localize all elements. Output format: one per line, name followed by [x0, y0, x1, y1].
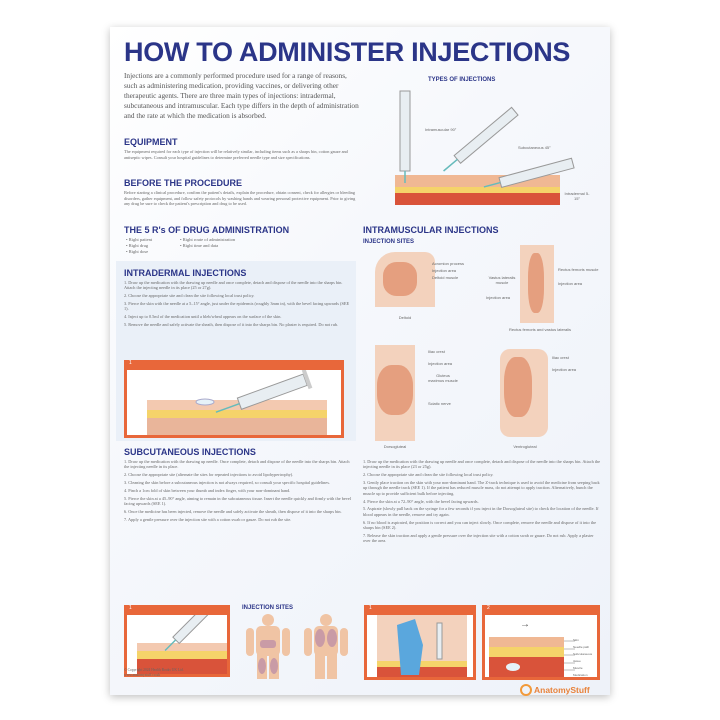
step: 5. Pierce the skin at a 45–90° angle, ai… [124, 495, 352, 506]
step: 7. Apply a gentle pressure over the inje… [124, 516, 292, 522]
logo-text: AnatomyStuff [534, 685, 590, 695]
intramuscular-heading: INTRAMUSCULAR INJECTIONS [363, 225, 499, 235]
label: Skin [573, 638, 579, 642]
intro-text: Injections are a commonly performed proc… [124, 71, 359, 120]
intradermal-figure: 1 [124, 360, 344, 438]
ventrogluteal-illustration [500, 349, 548, 437]
subcutaneous-sites-heading: INJECTION SITES [242, 605, 294, 611]
body-sites-illustration [246, 614, 348, 679]
label: Acromion process [432, 261, 465, 266]
step: 1. Draw up the medication with the drawi… [124, 280, 343, 291]
label: Muscle [573, 666, 583, 670]
five-rs-list-2: • Right route of administration • Right … [180, 237, 235, 249]
dorsogluteal-illustration [375, 345, 415, 441]
intradermal-syringe-illustration [147, 368, 327, 435]
ztrack-hand-illustration [377, 615, 467, 677]
label: Subcutaneous tissue [573, 652, 593, 663]
five-rs-heading: THE 5 R's OF DRUG ADMINISTRATION [124, 225, 290, 235]
step: 2. Choose the appropriate site (alternat… [124, 472, 294, 478]
dorsogluteal-caption: Dorsogluteal [383, 444, 407, 449]
step: 6. Once the medicine has been injected, … [124, 508, 342, 514]
before-text: Before starting a clinical procedure, co… [124, 190, 356, 207]
label: Iliac crest [552, 355, 569, 360]
step: 5. Remove the needle and safely activate… [124, 322, 339, 327]
list-item: • Right route of administration [180, 237, 236, 242]
step: 3. Pierce the skin with the needle at a … [124, 301, 350, 312]
subcutaneous-syringe-illustration [137, 608, 227, 674]
intramuscular-figure-2: 2 → Skin Needle path Subcutaneous tissue… [482, 605, 600, 680]
step: 3. Gently place traction on the skin wit… [363, 480, 600, 496]
step: 2. Choose the appropriate site and clean… [363, 472, 494, 478]
logo-icon [520, 684, 532, 696]
step: 2. Choose the appropriate site and clean… [124, 293, 255, 299]
step: 7. Release the skin traction and apply a… [363, 532, 594, 544]
label: Sciatic nerve [428, 401, 451, 406]
step: 4. Inject up to 0.5ml of the medication … [124, 314, 282, 320]
anatomystuff-logo: AnatomyStuff [520, 684, 590, 696]
equipment-text: The equipment required for each type of … [124, 149, 348, 160]
types-of-injections-illustration [395, 90, 575, 205]
label-intradermal: Intradermal 5-15° [564, 191, 590, 201]
list-item: • Right dose [126, 249, 149, 254]
label: Injection area [486, 295, 511, 300]
svg-text:→: → [520, 619, 530, 630]
step: 4. Pinch a 1cm fold of skin between your… [124, 487, 291, 493]
label: Gluteus maximus muscle [428, 373, 458, 383]
label: Deltoid muscle [432, 275, 459, 280]
deltoid-illustration [375, 252, 435, 307]
label: Injection area [428, 361, 453, 366]
label-subcutaneous: Subcutaneous 45° [518, 145, 551, 150]
figure-number: 1 [369, 605, 372, 611]
label: Rectus femoris muscle [558, 267, 599, 272]
list-item: • Right time and data [180, 243, 219, 248]
subcutaneous-heading: SUBCUTANEOUS INJECTIONS [124, 447, 256, 457]
step: 1. Draw up the medication with the drawi… [124, 459, 350, 470]
list-item: • Right patient [126, 237, 153, 242]
before-heading: BEFORE THE PROCEDURE [124, 178, 243, 188]
label: Iliac crest [428, 349, 445, 354]
label: Needle path [573, 645, 590, 649]
step: 6. If no blood is aspirated, the positio… [363, 519, 597, 531]
intradermal-steps: 1. Draw up the medication with the drawi… [124, 280, 354, 330]
subcutaneous-figure: 1 [124, 605, 230, 677]
intramuscular-steps: 1. Draw up the medication with the drawi… [363, 459, 601, 546]
figure-number: 1 [129, 605, 132, 611]
label: Medication [573, 673, 588, 677]
copyright-text: © Copyright 2024 Health Books UK Ltd. [124, 668, 184, 672]
equipment-heading: EQUIPMENT [124, 137, 178, 147]
copyright: © Copyright 2024 Health Books UK Ltd. ww… [124, 668, 184, 677]
thigh-illustration [520, 245, 554, 323]
deltoid-caption: Deltoid [398, 315, 412, 320]
five-rs-list-1: • Right patient • Right drug • Right dos… [126, 237, 152, 255]
intramuscular-figure-1: 1 [364, 605, 476, 680]
poster: HOW TO ADMINISTER INJECTIONS Injections … [110, 27, 610, 696]
tissue-layers-illustration: → [489, 619, 575, 677]
label-intramuscular: Intramuscular 90° [425, 127, 457, 132]
step: 3. Cleaning the skin before a subcutaneo… [124, 480, 330, 485]
figure-number: 1 [129, 360, 132, 366]
step: 4. Pierce the skin at a 72–90° angle, wi… [363, 498, 479, 504]
label: Injection area [432, 268, 457, 273]
intramuscular-sites-heading: INJECTION SITES [363, 239, 415, 245]
page-title: HOW TO ADMINISTER INJECTIONS [124, 37, 571, 67]
types-heading: TYPES OF INJECTIONS [428, 77, 496, 83]
step: 5. Aspirate (slowly pull back on the syr… [363, 506, 599, 517]
label: Injection area [558, 281, 583, 286]
intradermal-heading: INTRADERMAL INJECTIONS [124, 268, 247, 278]
subcutaneous-steps: 1. Draw up the medication with the drawi… [124, 459, 354, 524]
figure-number: 2 [487, 605, 490, 611]
label: Injection area [552, 367, 577, 372]
footer-url: www.anatomystuff.co.uk [124, 672, 161, 677]
list-item: • Right drug [126, 243, 149, 248]
layer-labels: Skin Needle path Subcutaneous tissue Mus… [573, 637, 597, 679]
label: Vastus lateralis muscle [488, 275, 516, 285]
ventrogluteal-caption: Ventrogluteal [513, 444, 537, 449]
step: 1. Draw up the medication with the drawi… [363, 459, 601, 470]
thigh-caption: Rectus femoris and vastus lateralis [508, 327, 572, 332]
